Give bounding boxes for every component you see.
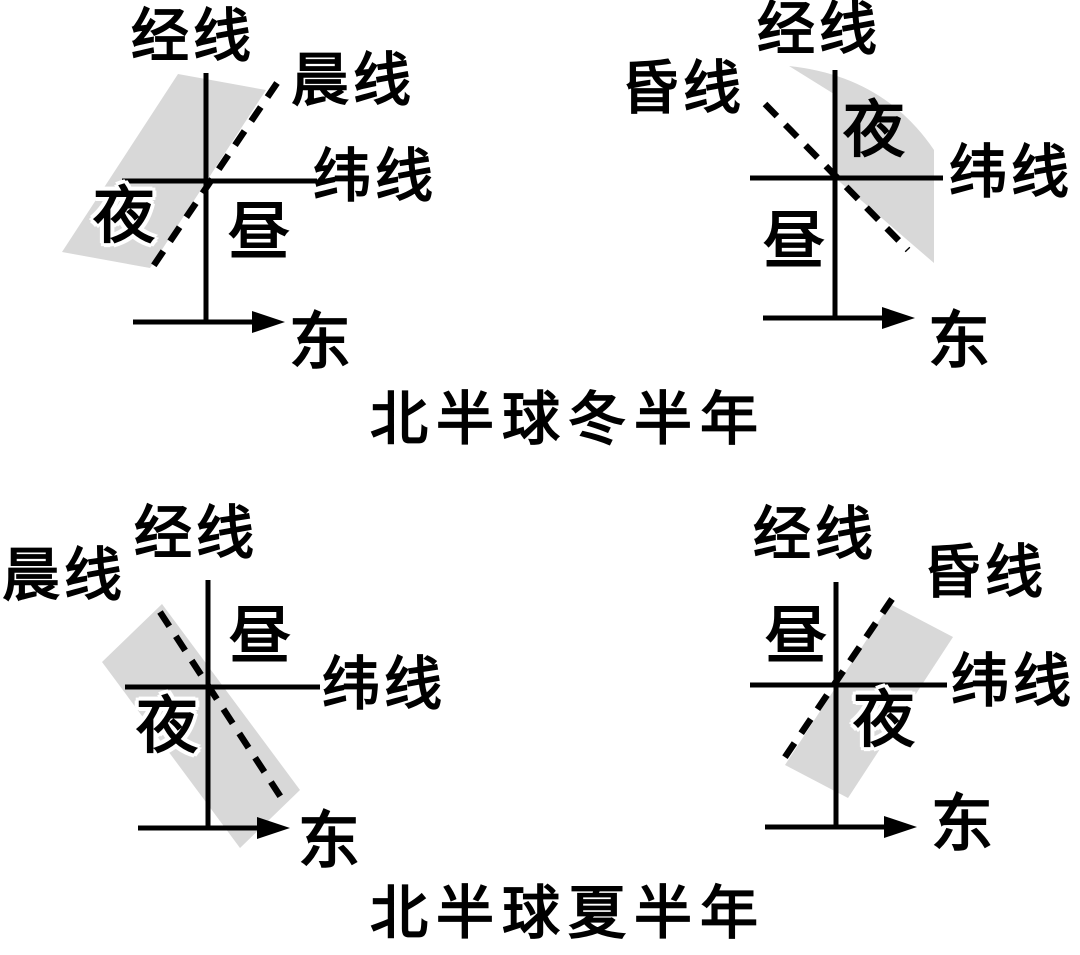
terminator-dashed-line	[762, 101, 911, 253]
meridian-label: 经线	[134, 501, 259, 566]
diagram-summer-dusk-line	[750, 582, 953, 838]
parallel-label: 纬线	[313, 144, 438, 209]
day-label: 昼	[228, 199, 291, 267]
night-shade-region	[62, 74, 266, 268]
parallel-label: 纬线	[322, 652, 447, 717]
day-label: 昼	[763, 208, 826, 276]
morning-line-label: 晨线	[291, 48, 416, 113]
east-arrowhead-icon	[882, 307, 915, 329]
dusk-line-label: 昏线	[923, 540, 1048, 605]
east-arrowhead-icon	[257, 817, 290, 839]
diagram-winter-dusk-line	[750, 66, 943, 329]
terminator-dashed-line	[149, 81, 280, 270]
night-label: 夜	[843, 97, 906, 165]
day-label: 昼	[765, 603, 828, 671]
night-label: 夜	[853, 687, 916, 755]
night-shade-region	[789, 66, 934, 263]
east-label: 东	[298, 808, 361, 876]
terminator-dashed-line	[778, 597, 895, 765]
meridian-label: 经线	[131, 4, 256, 69]
east-arrowhead-icon	[884, 816, 917, 838]
winter-half-year-caption: 北半球冬半年	[370, 387, 767, 452]
east-label: 东	[289, 309, 352, 377]
summer-half-year-caption: 北半球夏半年	[370, 881, 767, 946]
dusk-line-label: 昏线	[621, 56, 746, 121]
east-arrowhead-icon	[252, 311, 285, 333]
east-label: 东	[928, 308, 991, 376]
terminator-dashed-line	[157, 610, 287, 804]
diagram-winter-morning-line	[62, 73, 317, 333]
east-label: 东	[931, 791, 994, 859]
parallel-label: 纬线	[951, 649, 1076, 714]
day-label: 昼	[229, 603, 292, 671]
meridian-label: 经线	[753, 502, 878, 567]
morning-line-label: 晨线	[2, 543, 127, 608]
diagram-summer-morning-line	[102, 580, 320, 848]
night-label: 夜	[93, 183, 156, 251]
parallel-label: 纬线	[949, 140, 1074, 205]
night-label: 夜	[136, 693, 199, 761]
night-shade-region	[102, 604, 300, 848]
meridian-label: 经线	[757, 0, 882, 62]
night-shade-region	[785, 604, 953, 798]
